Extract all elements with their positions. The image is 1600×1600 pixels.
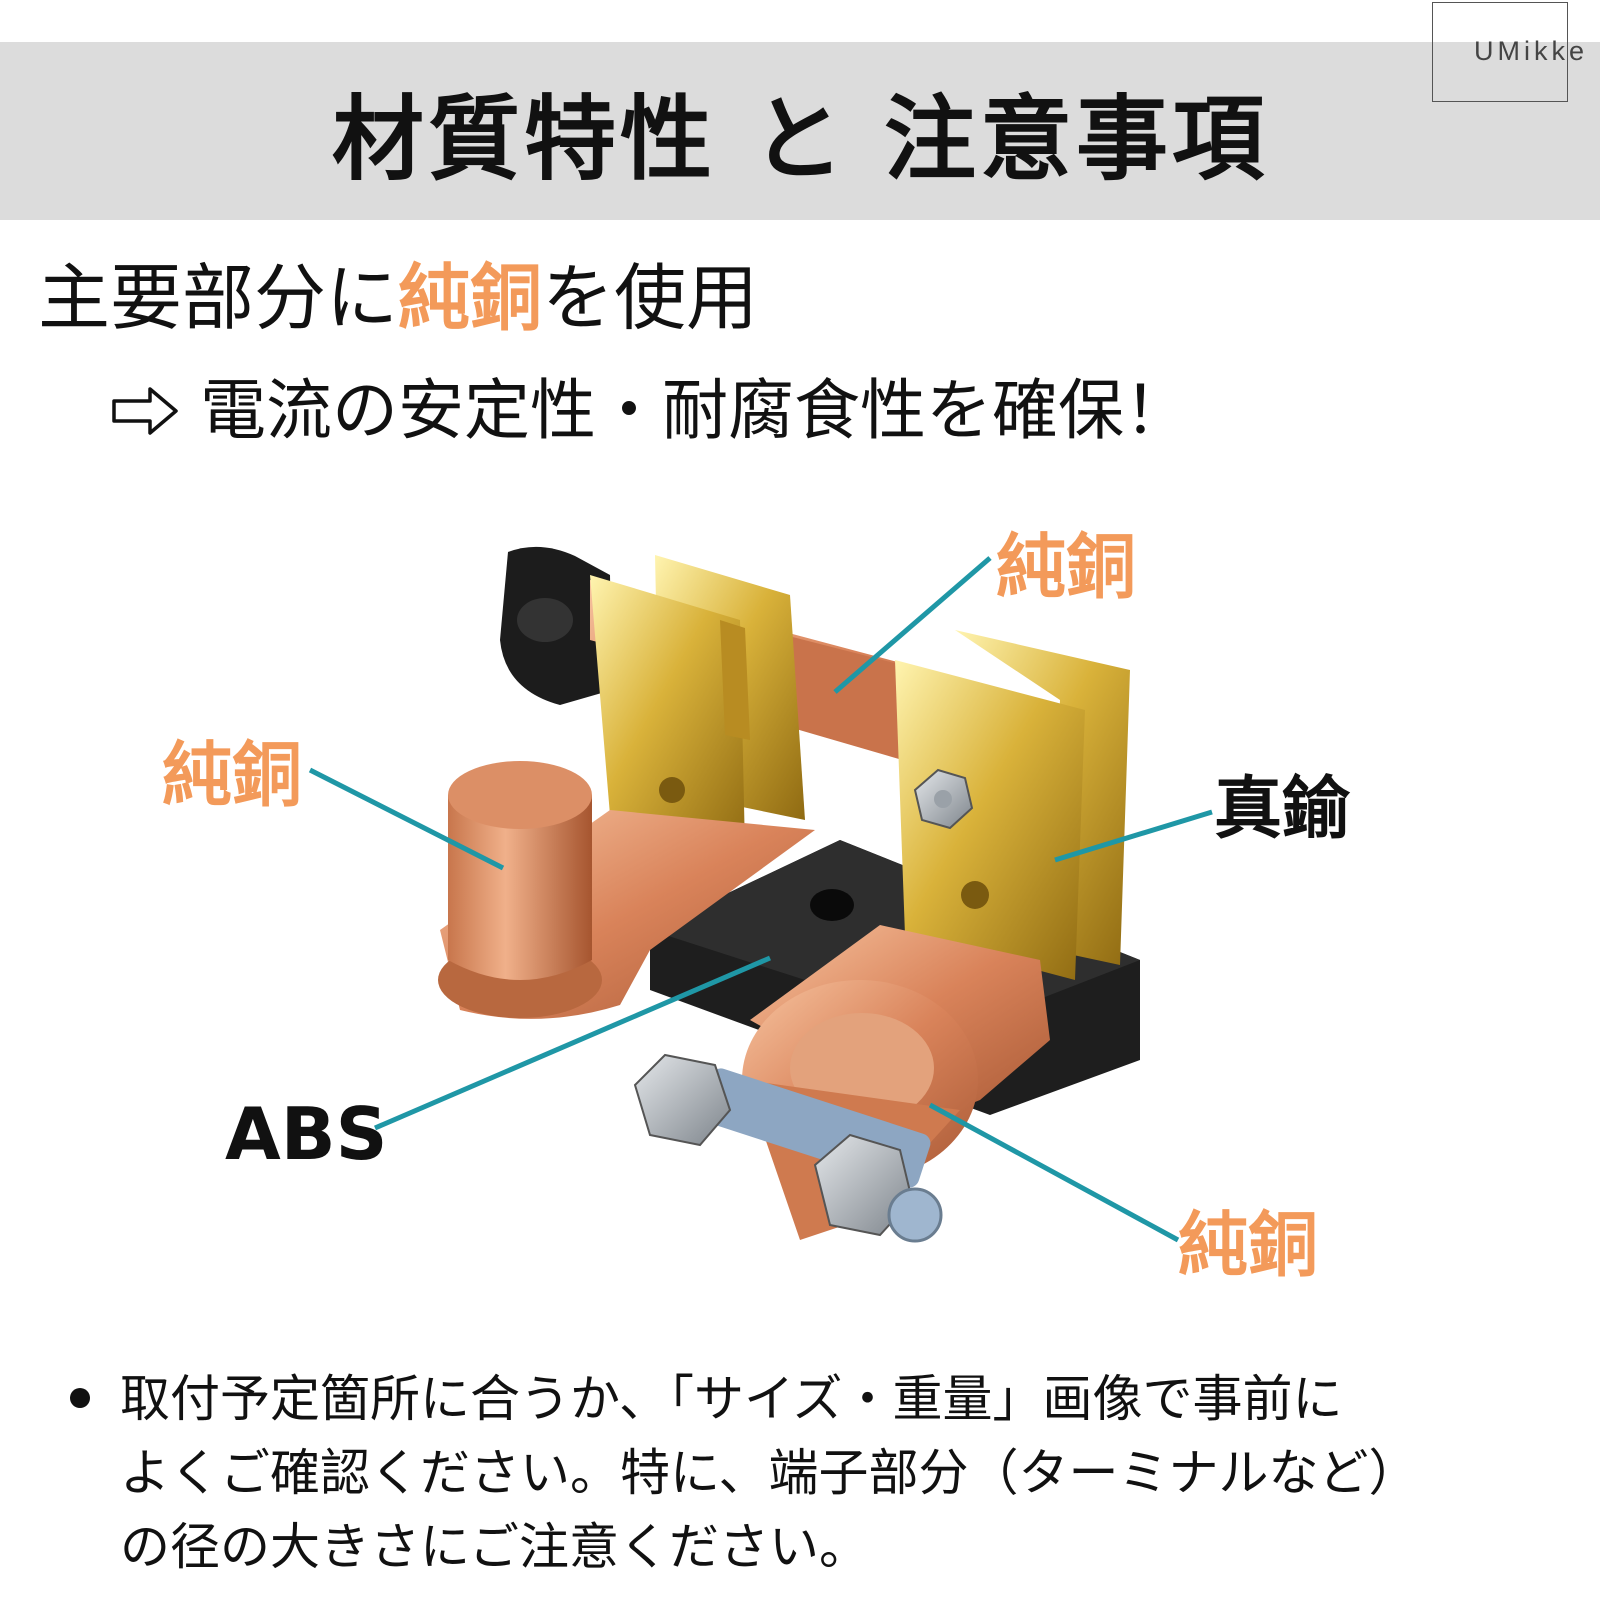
copper-post: [438, 761, 602, 1018]
headline-accent: 純銅: [398, 256, 543, 340]
brass-clip-left: [590, 555, 805, 850]
callout-bottom-copper: 純銅: [1178, 1204, 1318, 1286]
callout-left-copper: 純銅: [162, 734, 302, 816]
note-line-3: の径の大きさにご注意ください。: [120, 1518, 869, 1576]
leader-abs: [374, 955, 771, 1131]
callout-top-copper: 純銅: [996, 526, 1136, 608]
note-line-1: 取付予定箇所に合うか、「サイズ・重量」画像で事前に: [120, 1370, 1343, 1428]
callout-abs: ABS: [225, 1092, 388, 1176]
title-band: [0, 42, 1600, 220]
outline-right-arrow-icon: [112, 387, 178, 435]
bullet-icon: [70, 1388, 90, 1408]
callout-brass: 真鍮: [1214, 770, 1351, 849]
page-title: 材質特性 と 注意事項: [331, 85, 1269, 193]
leader-lines: [308, 556, 1213, 1243]
headline-after: を使用: [542, 256, 759, 340]
leader-left-copper: [308, 767, 505, 871]
clamp-bolt: [633, 1053, 943, 1243]
brand-logo: UMikke: [1474, 36, 1589, 66]
leader-brass: [1054, 809, 1213, 863]
headline: 主要部分に純銅を使用: [38, 262, 758, 334]
black-tab: [500, 546, 612, 705]
leader-bottom-copper: [928, 1102, 1180, 1243]
logo-frame: [1432, 2, 1568, 102]
headline-before: 主要部分に: [38, 256, 399, 340]
subline-text: 電流の安定性・耐腐食性を確保！: [200, 372, 1190, 449]
leader-top-copper: [833, 556, 992, 694]
brass-clip-right: [895, 630, 1130, 980]
note-line-2: よくご確認ください。特に、端子部分（ターミナルなど）: [120, 1444, 1419, 1502]
subline: 電流の安定性・耐腐食性を確保！: [110, 378, 1190, 444]
